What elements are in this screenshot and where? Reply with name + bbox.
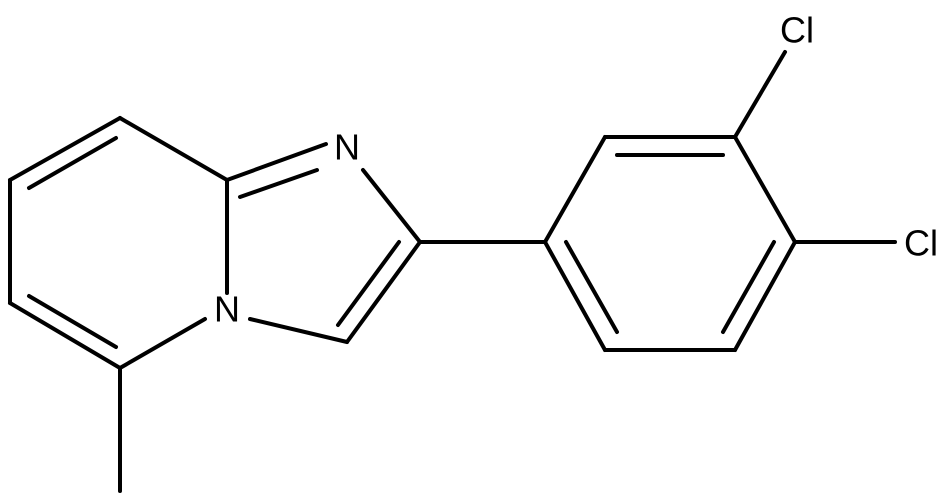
bond-ar1-ar2 (543, 135, 607, 244)
bond-c5-n4 (118, 317, 207, 370)
dichlorophenyl-ring (543, 50, 897, 352)
atom-label-bridgehead-n: N (214, 289, 240, 330)
bond-c8a-n1-inner (238, 168, 319, 199)
imidazole-ring (225, 142, 422, 344)
bond-c8-c7 (8, 116, 122, 182)
bond-ar4-ar5 (733, 240, 797, 352)
bond-c2-c3 (345, 240, 422, 344)
bond-c8a-n1 (225, 142, 328, 182)
bond-ar4-ar5-inner (721, 240, 776, 334)
bond-ar6-ar1 (543, 240, 607, 352)
bond-c8-c7-inner (27, 136, 118, 190)
atom-label-chlorine-right: Cl (904, 223, 938, 264)
atom-label-chlorine-top: Cl (780, 10, 814, 51)
pyridine-ring (8, 116, 229, 493)
bond-ar6-ar1-inner (564, 240, 619, 334)
atom-label-imidazole-n: N (334, 127, 360, 168)
bond-n1-c2 (361, 168, 422, 244)
bond-c2-c3-inner (336, 240, 401, 327)
bond-c3-n4 (248, 317, 349, 344)
bond-c6-c5 (8, 301, 122, 370)
bond-c8-c8a (118, 116, 229, 182)
bond-ar3-ar4 (733, 135, 797, 244)
bond-ar3-cl (733, 50, 787, 139)
bond-c6-c5-inner (27, 294, 118, 349)
